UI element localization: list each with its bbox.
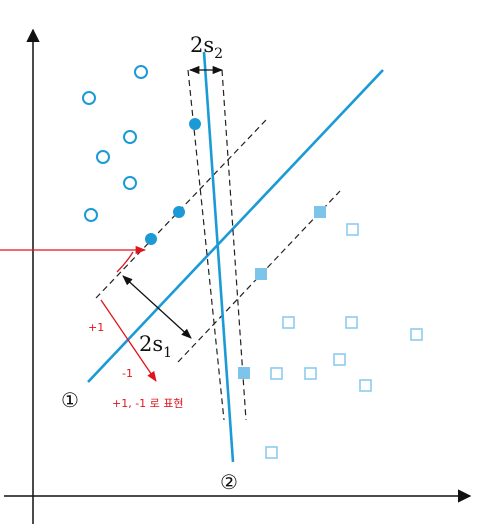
support-vector-square [255,268,267,280]
class-a-point [84,208,98,222]
line-1-label: ① [61,388,79,412]
support-vector-circle [173,206,185,218]
support-vector-circle [145,233,157,245]
class-b-point [304,367,317,380]
class-b-point [282,316,295,329]
red-normal-arrow [100,299,157,382]
support-vector-square [238,367,250,379]
hyperplane-1 [87,69,384,383]
class-b-point [265,446,278,459]
class-a-point [123,176,137,190]
margin-line-2-right [221,69,247,421]
class-a-point [82,91,96,105]
margin-1-arrow [122,275,192,339]
class-b-point [333,353,346,366]
red-hook-mark [116,251,134,273]
support-vector-circle [189,118,201,130]
line-2-label: ② [220,470,238,494]
margin-2-label: 2s2 [190,33,223,62]
hyperplane-2 [202,51,235,463]
class-b-point [346,223,359,236]
margin-1-label: 2s1 [139,332,172,361]
margin-line-2-left [187,69,225,421]
class-a-point [123,130,137,144]
annotation-note: +1, -1 로 표현 [112,397,184,410]
class-b-point [270,367,283,380]
annotation-plus: +1 [88,321,104,334]
class-a-point [96,150,110,164]
support-vector-square [314,206,326,218]
annotation-minus: -1 [122,367,133,380]
class-a-point [134,65,148,79]
class-b-point [359,379,372,392]
class-b-point [345,316,358,329]
class-b-point [410,328,423,341]
